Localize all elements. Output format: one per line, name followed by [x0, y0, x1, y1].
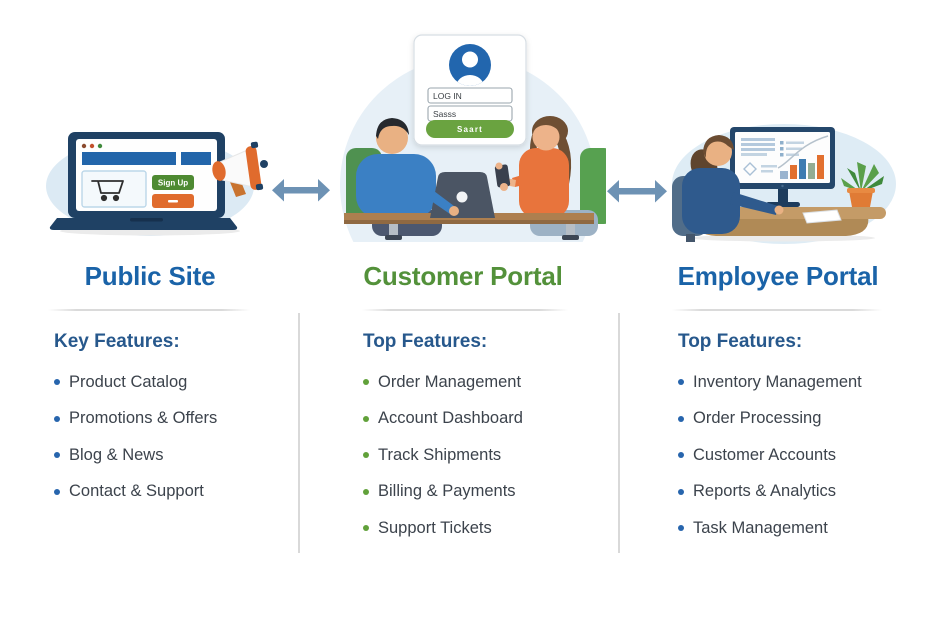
- feature-item: Inventory Management: [678, 371, 862, 393]
- bullet-icon: [363, 415, 369, 422]
- chair: [580, 148, 606, 224]
- bullet-icon: [363, 379, 369, 385]
- feature-label: Account Dashboard: [378, 409, 523, 427]
- username-input: LOG IN: [427, 87, 513, 104]
- features-list: Order Management Account Dashboard Track…: [363, 371, 523, 539]
- feature-item: Blog & News: [54, 444, 217, 466]
- nav-bar: [82, 152, 176, 165]
- employee-portal-title: Employee Portal: [677, 261, 879, 291]
- sign-up-button: Sign Up: [152, 175, 194, 190]
- browser-dot-icon: [81, 143, 87, 149]
- public-site-illustration: Sign Up: [46, 132, 268, 236]
- man-with-laptop: [356, 118, 436, 218]
- features-list: Inventory Management Order Processing Cu…: [678, 371, 862, 539]
- feature-item: Support Tickets: [363, 517, 523, 539]
- feature-label: Promotions & Offers: [69, 409, 218, 427]
- password-input: Sasss: [427, 105, 513, 122]
- title-underline: [362, 309, 568, 311]
- table-leg: [389, 220, 398, 238]
- feature-label: Reports & Analytics: [693, 482, 837, 500]
- nav-bar-segment: [181, 152, 211, 165]
- bullet-icon: [54, 488, 60, 495]
- feature-item: Task Management: [678, 517, 862, 539]
- feature-item: Product Catalog: [54, 371, 217, 393]
- dashboard-chart: [741, 135, 829, 179]
- feature-item: Customer Accounts: [678, 444, 862, 466]
- feature-item: Promotions & Offers: [54, 408, 217, 430]
- woman-with-phone: [519, 116, 572, 218]
- features-heading: Top Features:: [363, 331, 488, 352]
- bullet-icon: [678, 525, 684, 531]
- employee-woman: [682, 135, 784, 234]
- username-value: LOG IN: [433, 91, 462, 101]
- monitor-illustration: [730, 127, 835, 207]
- bullet-icon: [54, 415, 60, 422]
- feature-label: Track Shipments: [378, 445, 502, 464]
- double-arrow-icon: [272, 179, 330, 202]
- browser-dot-icon: [89, 143, 95, 149]
- table-leg: [566, 220, 575, 238]
- employee-portal-illustration: [672, 124, 896, 244]
- feature-item: Contact & Support: [54, 481, 217, 503]
- feature-label: Inventory Management: [693, 372, 862, 391]
- feature-label: Blog & News: [69, 445, 164, 464]
- bullet-icon: [678, 415, 684, 422]
- password-value: Sasss: [433, 109, 456, 119]
- phone-icon: [494, 164, 511, 188]
- feature-item: Billing & Payments: [363, 481, 523, 503]
- feature-item: Reports & Analytics: [678, 481, 862, 503]
- customer-portal-title: Customer Portal: [363, 261, 563, 291]
- double-arrow-icon: [607, 180, 667, 203]
- bullet-icon: [363, 452, 369, 458]
- feature-label: Order Management: [378, 372, 522, 391]
- bullet-icon: [54, 379, 60, 385]
- laptop-base: [49, 218, 238, 230]
- public-site-title: Public Site: [84, 261, 216, 291]
- plant-icon: [841, 162, 884, 207]
- laptop-back: [430, 172, 495, 218]
- dash-icon: [168, 200, 178, 203]
- paper-sheet: [802, 209, 842, 224]
- features-heading: Key Features:: [54, 331, 180, 352]
- feature-label: Billing & Payments: [378, 482, 516, 500]
- feature-label: Product Catalog: [69, 372, 188, 391]
- browser-dot-icon: [97, 143, 103, 149]
- feature-label: Support Tickets: [378, 518, 492, 537]
- cta-button: [152, 194, 194, 208]
- feature-item: Order Management: [363, 371, 523, 393]
- employee-portal-features: Top Features: Inventory Management Order…: [678, 331, 862, 554]
- feature-item: Track Shipments: [363, 444, 523, 466]
- feature-label: Task Management: [693, 518, 828, 537]
- submit-button: Saart: [426, 120, 514, 138]
- login-card: LOG IN Sasss Saart: [413, 34, 527, 146]
- customer-portal-illustration: LOG IN Sasss Saart: [340, 34, 606, 242]
- feature-label: Order Processing: [693, 409, 822, 427]
- bullet-icon: [678, 452, 684, 458]
- bullet-icon: [363, 488, 369, 495]
- features-list: Product Catalog Promotions & Offers Blog…: [54, 371, 217, 503]
- bullet-icon: [363, 525, 369, 531]
- public-site-features: Key Features: Product Catalog Promotions…: [54, 331, 217, 517]
- feature-item: Order Processing: [678, 408, 862, 430]
- title-underline: [672, 309, 882, 311]
- feature-item: Account Dashboard: [363, 408, 523, 430]
- user-avatar-icon: [449, 44, 491, 86]
- submit-label: Saart: [457, 125, 483, 134]
- shopping-cart-icon: [91, 180, 124, 202]
- feature-label: Contact & Support: [69, 482, 204, 500]
- shopping-cart-card: [81, 170, 147, 208]
- bullet-icon: [678, 488, 684, 495]
- sign-up-label: Sign Up: [158, 179, 188, 188]
- bullet-icon: [54, 452, 60, 458]
- title-underline: [48, 309, 250, 311]
- customer-portal-features: Top Features: Order Management Account D…: [363, 331, 523, 554]
- bullet-icon: [678, 379, 684, 385]
- column-divider: [298, 313, 300, 553]
- feature-label: Customer Accounts: [693, 445, 837, 464]
- laptop-illustration: Sign Up: [49, 132, 238, 230]
- megaphone-icon: [212, 141, 268, 197]
- column-divider: [618, 313, 620, 553]
- features-heading: Top Features:: [678, 331, 803, 352]
